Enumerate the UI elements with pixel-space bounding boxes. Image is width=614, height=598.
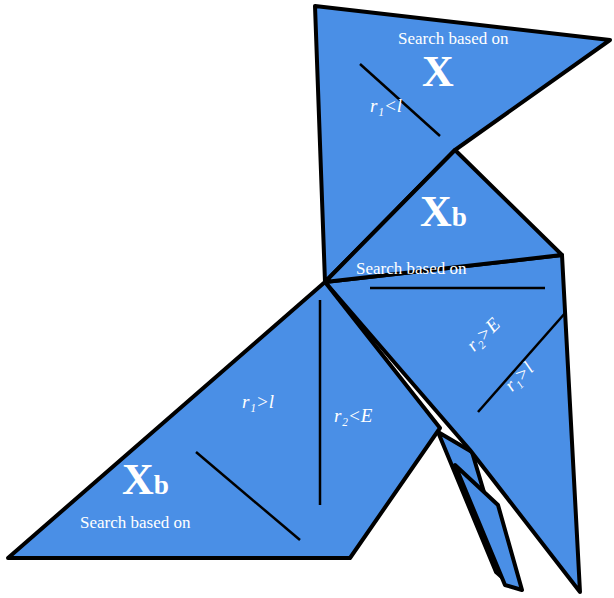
condition-label: r₁<l [370,96,402,117]
variable-symbol: X [422,48,454,96]
body-piece [325,150,562,282]
variable-symbol: Xb [122,456,169,504]
variable-symbol: Xb [420,188,467,236]
fold-line [196,452,300,540]
condition-label: r₁>l [242,392,274,413]
fold-line [370,287,545,290]
search-label: Search based on [80,514,190,533]
condition-label: r₂<E [334,406,372,427]
search-label: Search based on [356,260,466,279]
fold-line [319,300,322,505]
left-wing [8,282,440,558]
head-piece [315,6,610,282]
search-label: Search based on [398,30,510,49]
